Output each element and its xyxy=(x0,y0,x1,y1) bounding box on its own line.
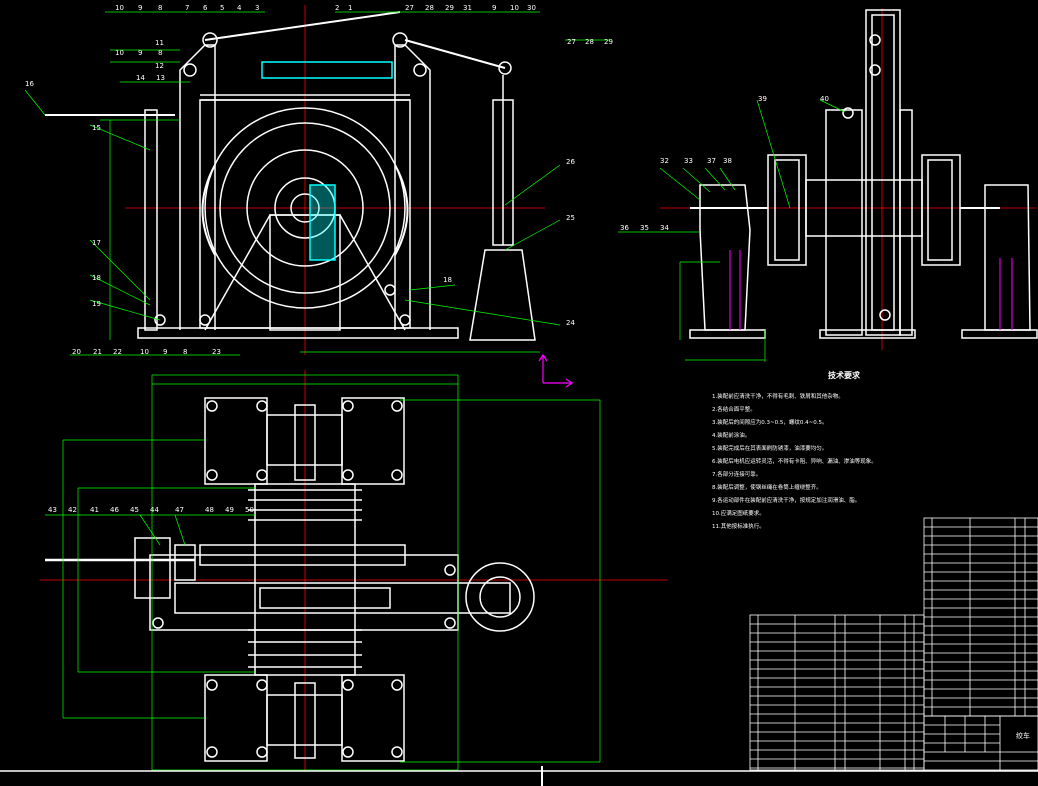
balloon: 47 xyxy=(175,506,184,514)
balloon: 4 xyxy=(237,4,242,12)
balloon: 8 xyxy=(183,348,187,356)
balloon: 13 xyxy=(156,74,165,82)
balloon: 29 xyxy=(445,4,454,12)
side-view xyxy=(660,8,1038,350)
balloon: 21 xyxy=(93,348,102,356)
plan-drum xyxy=(254,483,356,676)
balloon: 15 xyxy=(92,124,101,132)
balloon: 18 xyxy=(92,274,101,282)
balloon: 43 xyxy=(48,506,57,514)
balloon: 37 xyxy=(707,157,716,165)
balloon: 39 xyxy=(758,95,767,103)
parts-list xyxy=(749,517,1038,771)
balloon: 45 xyxy=(130,506,139,514)
balloon: 29 xyxy=(604,38,613,46)
balloon: 10 xyxy=(115,4,124,12)
notes-heading: 技术要求 xyxy=(828,370,861,380)
balloon: 48 xyxy=(205,506,214,514)
ucs-axis-icon xyxy=(538,353,574,388)
balloon: 9 xyxy=(138,49,142,57)
balloon: 26 xyxy=(566,158,575,166)
balloon: 20 xyxy=(72,348,81,356)
balloon: 18 xyxy=(443,276,452,284)
note-line: 1.装配前应清洗干净，不得有毛刺、铁屑和其他杂物。 xyxy=(712,392,844,400)
title-block: 绞车 xyxy=(923,715,1038,771)
front-balloons-top: 10 9 8 7 6 5 4 3 2 1 27 28 29 31 9 10 30 xyxy=(115,4,536,12)
note-line: 8.装配后调整，使钢丝绳在卷筒上缠绕整齐。 xyxy=(712,483,822,491)
front-balloons-left: 10 9 8 11 12 14 13 16 15 17 18 19 20 21 … xyxy=(25,39,221,356)
plan-view-dimensions xyxy=(45,374,601,771)
front-housing xyxy=(199,99,411,329)
note-line: 7.各部分连接可靠。 xyxy=(712,470,761,478)
front-cylinder xyxy=(261,61,393,79)
balloon: 35 xyxy=(640,224,649,232)
balloon: 33 xyxy=(684,157,693,165)
balloon: 16 xyxy=(25,80,34,88)
balloon: 5 xyxy=(220,4,224,12)
balloon: 46 xyxy=(110,506,119,514)
front-view xyxy=(45,5,545,355)
note-line: 10.应满足图纸要求。 xyxy=(712,509,765,517)
note-line: 4.装配前涂油。 xyxy=(712,431,750,439)
balloon: 6 xyxy=(203,4,208,12)
balloon: 14 xyxy=(136,74,145,82)
balloon: 22 xyxy=(113,348,122,356)
note-line: 6.装配后电机应运转灵活，不得有卡阻、异响、漏油、渗油等现象。 xyxy=(712,457,877,465)
balloon: 9 xyxy=(138,4,142,12)
note-line: 5.装配完成后在其表面刷防锈漆，油漆要均匀。 xyxy=(712,444,827,452)
balloon: 10 xyxy=(140,348,149,356)
balloon: 49 xyxy=(225,506,234,514)
balloon: 2 xyxy=(335,4,339,12)
balloon: 38 xyxy=(723,157,732,165)
balloon: 50 xyxy=(245,506,254,514)
balloon: 24 xyxy=(566,319,575,327)
balloon: 32 xyxy=(660,157,669,165)
balloon: 27 xyxy=(405,4,414,12)
balloon: 31 xyxy=(463,4,472,12)
balloon: 34 xyxy=(660,224,669,232)
plan-balloons: 43 42 41 46 45 44 47 48 49 50 xyxy=(48,506,254,514)
balloon: 25 xyxy=(566,214,575,222)
balloon: 17 xyxy=(92,239,101,247)
balloon: 1 xyxy=(348,4,352,12)
balloon: 3 xyxy=(255,4,259,12)
front-gear-hatch xyxy=(309,184,336,261)
balloon: 10 xyxy=(510,4,519,12)
balloon: 10 xyxy=(115,49,124,57)
balloon: 41 xyxy=(90,506,99,514)
front-drum-outer xyxy=(204,107,406,309)
balloon: 23 xyxy=(212,348,221,356)
note-line: 9.各运动部件在装配前应清洗干净，按规定加注润滑油、脂。 xyxy=(712,496,860,504)
balloon: 40 xyxy=(820,95,829,103)
plan-pulley xyxy=(465,562,535,632)
front-view-dimensions xyxy=(24,11,610,356)
balloon: 12 xyxy=(155,62,164,70)
balloon: 28 xyxy=(585,38,594,46)
balloon: 8 xyxy=(158,49,162,57)
plan-cylinder xyxy=(174,582,511,614)
drawing-name: 绞车 xyxy=(1016,731,1030,740)
note-line: 2.各结合面平整。 xyxy=(712,405,756,413)
note-line: 11.其他按标准执行。 xyxy=(712,522,765,530)
front-balloons-right: 27 28 29 26 25 18 24 xyxy=(443,38,613,327)
side-view-dimensions xyxy=(618,99,846,362)
balloon: 9 xyxy=(163,348,167,356)
balloon: 19 xyxy=(92,300,101,308)
balloon: 7 xyxy=(185,4,189,12)
note-line: 3.装配后的间隙应为0.3~0.5，螺纹0.4~0.5。 xyxy=(712,418,827,426)
balloon: 30 xyxy=(527,4,536,12)
balloon: 9 xyxy=(492,4,496,12)
balloon: 36 xyxy=(620,224,629,232)
balloon: 27 xyxy=(567,38,576,46)
balloon: 42 xyxy=(68,506,77,514)
balloon: 28 xyxy=(425,4,434,12)
side-balloons: 39 40 32 33 37 38 36 35 34 xyxy=(620,95,829,232)
balloon: 44 xyxy=(150,506,159,514)
technical-requirements: 技术要求 1.装配前应清洗干净，不得有毛刺、铁屑和其他杂物。 2.各结合面平整。… xyxy=(712,370,877,530)
balloon: 11 xyxy=(155,39,164,47)
balloon: 8 xyxy=(158,4,162,12)
